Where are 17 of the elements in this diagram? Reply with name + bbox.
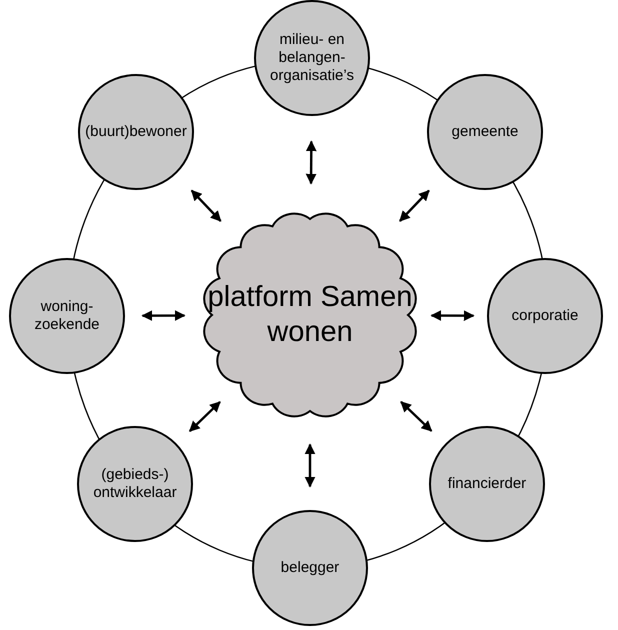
stakeholder-label: belegger (280, 559, 340, 577)
stakeholder-label: milieu- en belangen-organisatie’s (269, 31, 355, 85)
double-arrow (190, 190, 222, 222)
stakeholder-label: (buurt)bewoner (84, 123, 188, 141)
double-arrow (399, 190, 430, 222)
stakeholder-label: woning-zoekende (33, 298, 101, 334)
double-arrow (304, 443, 316, 488)
double-arrow (430, 310, 475, 322)
double-arrow (141, 310, 186, 322)
double-arrow (188, 401, 221, 432)
platform-title: platform Samen wonen (206, 280, 414, 350)
stakeholder-label: corporatie (510, 307, 580, 325)
double-arrow (400, 401, 432, 432)
double-arrow (306, 140, 317, 185)
stakeholder-label: financierder (446, 475, 528, 493)
stakeholder-label: (gebieds-) ontwikkelaar (92, 466, 178, 502)
stakeholder-label: gemeente (450, 123, 520, 141)
